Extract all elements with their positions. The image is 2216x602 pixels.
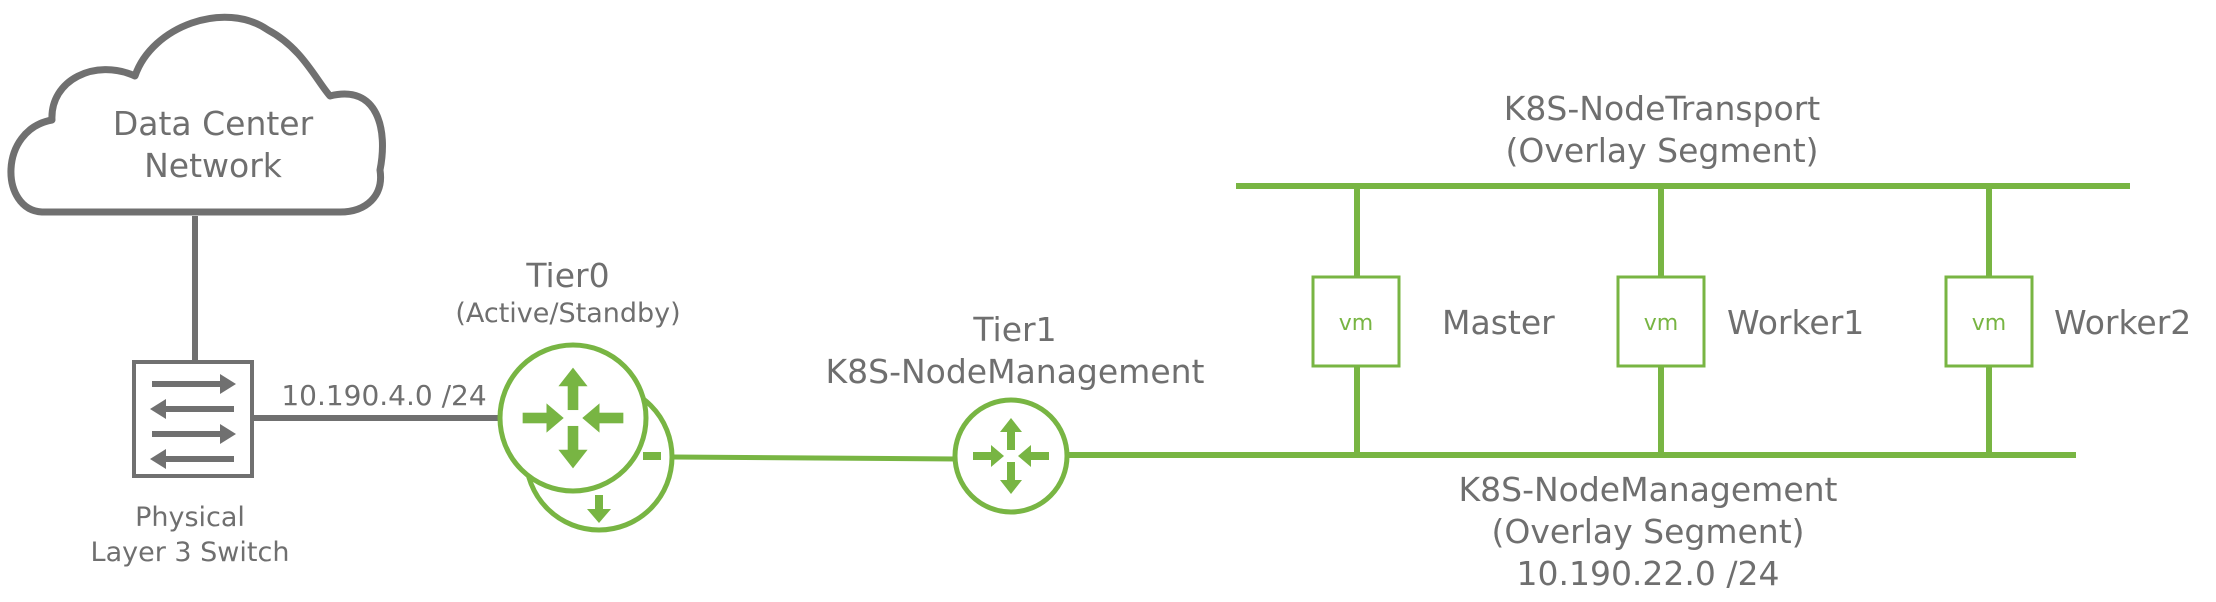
tier0-title: Tier0 — [525, 256, 609, 295]
tier0-to-tier1-link — [672, 454, 958, 462]
vm-icon — [1944, 275, 2034, 368]
transport-segment-type: (Overlay Segment) — [1505, 131, 1818, 170]
cloud-icon — [7, 13, 386, 216]
data-center-network-cloud: Data Center Network — [7, 13, 386, 216]
cloud-label-line2: Network — [144, 146, 283, 185]
vm-badge: vm — [1972, 311, 2006, 336]
management-segment-type: (Overlay Segment) — [1491, 512, 1804, 551]
tier0-mode: (Active/Standby) — [455, 298, 680, 329]
vm-icon — [1616, 275, 1706, 368]
tier1-name: K8S-NodeManagement — [825, 352, 1204, 391]
vm-label-worker2: Worker2 — [2054, 303, 2191, 342]
tier1-router: Tier1 K8S-NodeManagement — [825, 310, 1205, 515]
vm-worker2: vm Worker2 — [1944, 186, 2191, 455]
uplink-subnet-label: 10.190.4.0 /24 — [281, 379, 486, 412]
vm-label-worker1: Worker1 — [1727, 303, 1864, 342]
management-segment-subnet: 10.190.22.0 /24 — [1516, 554, 1779, 593]
tier1-title: Tier1 — [972, 310, 1056, 349]
cloud-label-line1: Data Center — [113, 104, 314, 143]
vm-badge: vm — [1339, 311, 1373, 336]
management-segment-name: K8S-NodeManagement — [1458, 470, 1837, 509]
tier0-router-pair: Tier0 (Active/Standby) — [455, 256, 681, 533]
switch-label-line1: Physical — [135, 502, 245, 533]
vm-icon — [1311, 275, 1401, 368]
vm-master: vm Master — [1311, 186, 1555, 455]
transport-segment-name: K8S-NodeTransport — [1504, 89, 1821, 128]
tier0-active-router — [497, 342, 649, 494]
layer3-switch-icon — [132, 360, 254, 478]
physical-layer3-switch: Physical Layer 3 Switch — [91, 360, 290, 568]
vm-worker1: vm Worker1 — [1616, 186, 1864, 455]
vm-badge: vm — [1644, 311, 1678, 336]
vm-label-master: Master — [1442, 303, 1555, 342]
switch-label-line2: Layer 3 Switch — [91, 537, 290, 568]
